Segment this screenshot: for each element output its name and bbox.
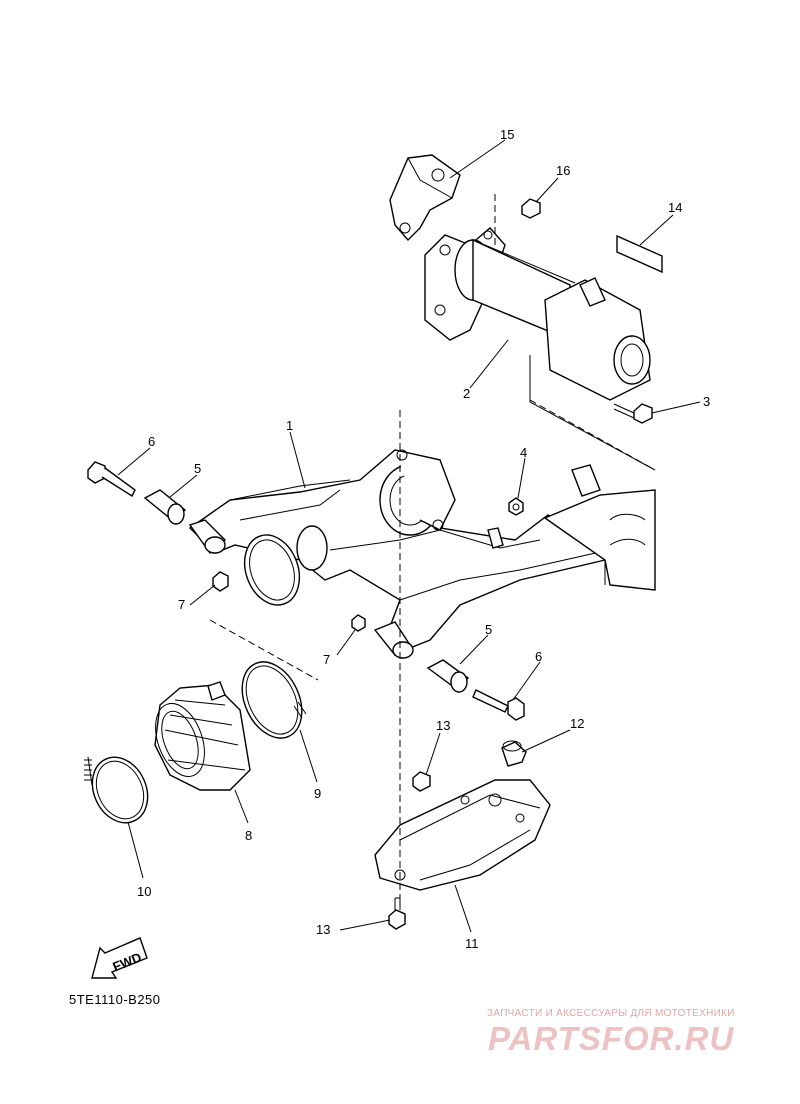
callout-7-right: 7 [323,652,330,667]
callout-10: 10 [137,884,151,899]
callout-6-lower: 6 [535,649,542,664]
callout-13-lower: 13 [316,922,330,937]
callout-16: 16 [556,163,570,178]
callout-6-upper: 6 [148,434,155,449]
watermark-brand-logo: PARTSFOR.RU [488,1020,735,1057]
part-10-clamp [84,756,149,824]
callout-4: 4 [520,445,527,460]
callout-14: 14 [668,200,682,215]
part-5-bushing-upper [143,489,187,525]
callout-3: 3 [703,394,710,409]
part-12-bushing [501,740,527,767]
fwd-arrow-icon: FWD [91,937,148,979]
callout-15: 15 [500,127,514,142]
part-5-bushing-lower [426,659,470,693]
part-7-nut-right [351,614,366,632]
part-2-axle-housing [424,227,651,401]
o-ring [243,534,301,606]
callout-8: 8 [245,828,252,843]
part-13-bolt-lower [388,897,406,930]
part-11-guard [374,779,551,891]
callout-labels: 1 2 3 4 5 5 6 6 7 7 8 9 10 11 12 13 13 1… [137,127,710,951]
callout-5-lower: 5 [485,622,492,637]
callout-13-upper: 13 [436,718,450,733]
callout-5-upper: 5 [194,461,201,476]
watermark-tagline: ЗАПЧАСТИ И АКСЕССУАРЫ ДЛЯ МОТОТЕХНИКИ [487,1008,735,1019]
part-4-nut [508,497,524,516]
assembly-dashed-lines [209,190,656,905]
part-3-bolt [613,403,653,424]
part-13-bolt-upper [412,771,431,792]
part-6-bolt-lower [472,689,525,721]
callout-1: 1 [286,418,293,433]
part-7-nut-left [212,571,229,592]
callout-2: 2 [463,386,470,401]
part-1-swingarm [188,449,656,659]
leader-lines [117,139,701,933]
assembly-guide-line [529,355,656,471]
part-15-bracket [389,154,461,242]
part-14-label [616,234,663,274]
callout-12: 12 [570,716,584,731]
part-9-clamp [241,661,307,739]
part-6-bolt-upper [87,461,136,498]
callout-7-left: 7 [178,597,185,612]
callout-9: 9 [314,786,321,801]
part-8-boot [154,681,251,791]
part-16-bolt [521,198,541,219]
drawing-code: 5TE1110-B250 [69,992,161,1007]
callout-11: 11 [465,936,479,951]
